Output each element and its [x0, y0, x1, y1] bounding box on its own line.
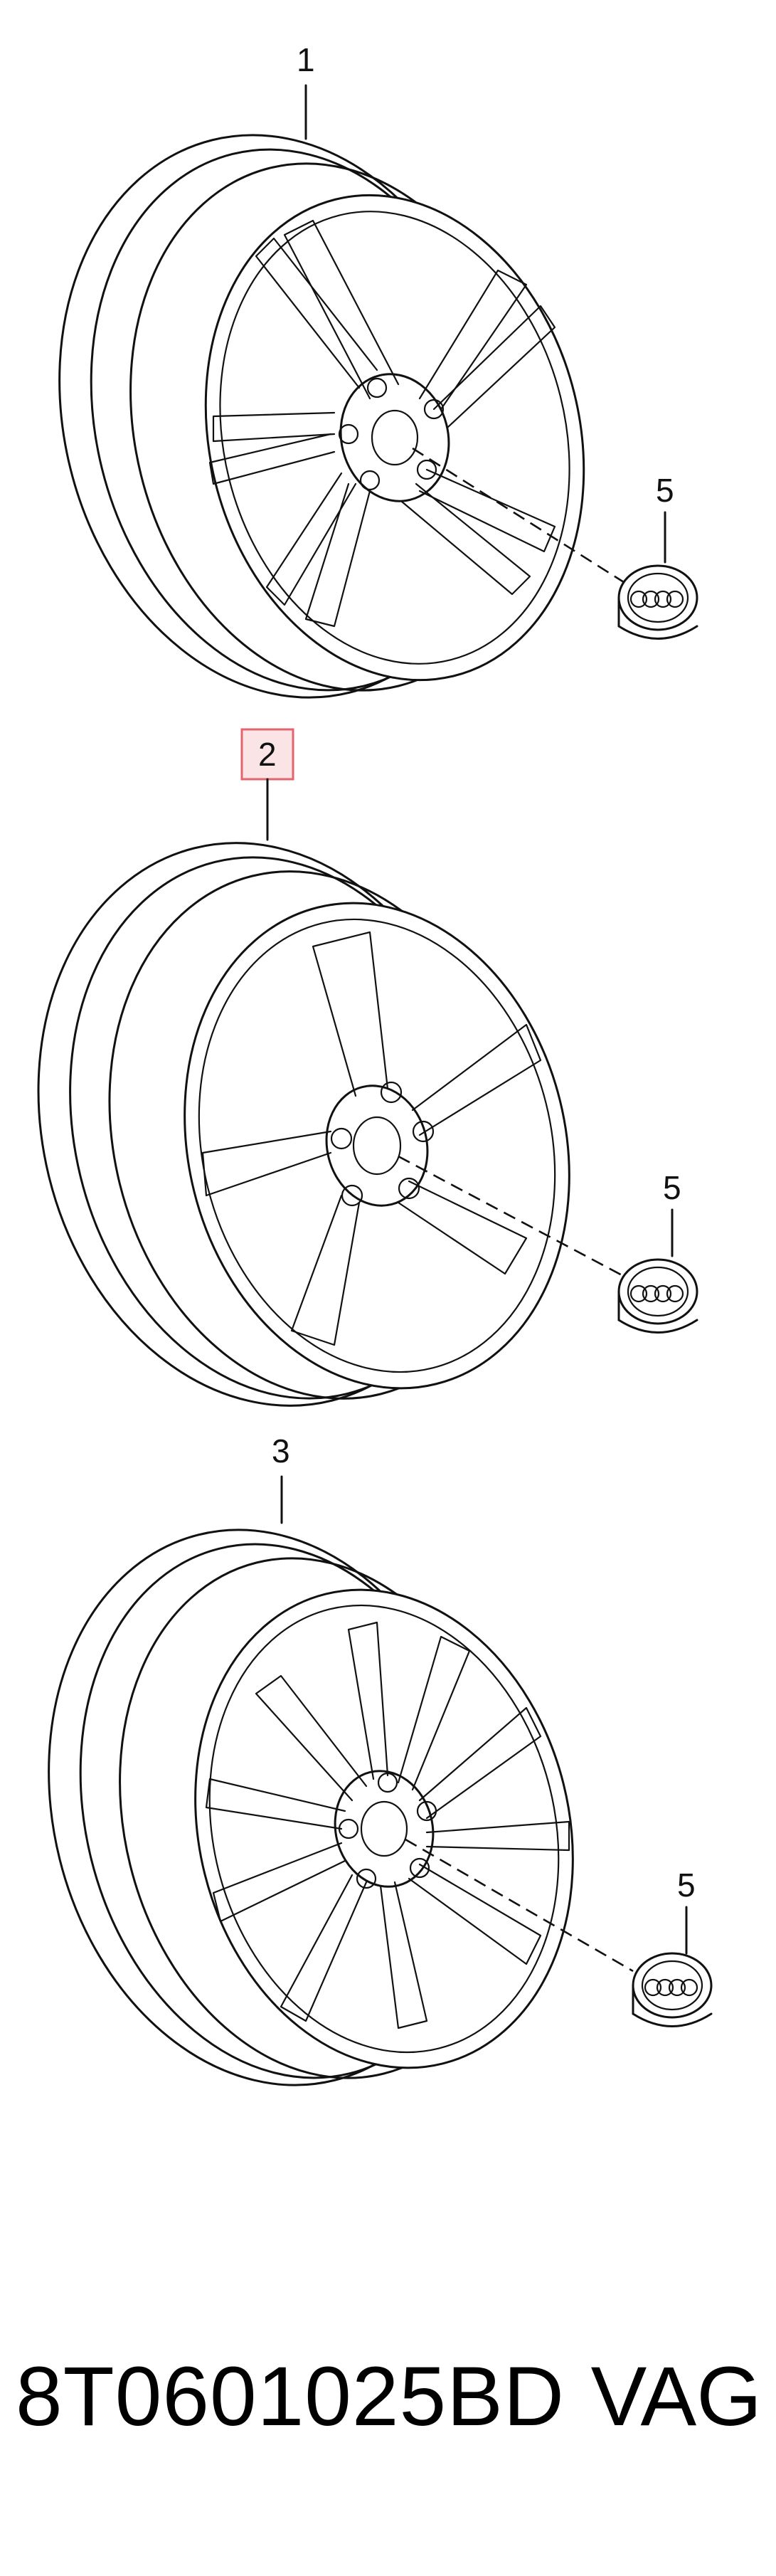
center-cap-1[interactable]: 5	[617, 472, 698, 640]
wheel-2-illustration[interactable]: 2	[0, 728, 627, 1454]
rings-logo-icon	[644, 1978, 698, 1997]
callout-5-cap-2[interactable]: 5	[663, 1169, 681, 1206]
center-cap-3[interactable]: 5	[632, 1867, 713, 2027]
callout-1[interactable]: 1	[297, 41, 315, 78]
wheel-diagram: 1 5 2	[0, 41, 713, 2132]
rings-logo-icon	[629, 590, 684, 608]
rings-logo-icon	[629, 1284, 684, 1303]
center-cap-2[interactable]: 5	[617, 1169, 698, 1334]
callout-5-cap-3[interactable]: 5	[677, 1867, 696, 1904]
wheel-3-illustration[interactable]: 3	[0, 1432, 634, 2132]
part-number-label: 8T0601025BD	[16, 2350, 565, 2444]
wheel-1-illustration[interactable]: 1	[1, 41, 633, 745]
callout-2-highlight	[240, 728, 294, 781]
brand-label: VAG	[590, 2350, 762, 2444]
callout-3[interactable]: 3	[272, 1432, 290, 1469]
callout-2[interactable]: 2	[258, 736, 277, 773]
callout-5-cap-1[interactable]: 5	[656, 472, 674, 509]
